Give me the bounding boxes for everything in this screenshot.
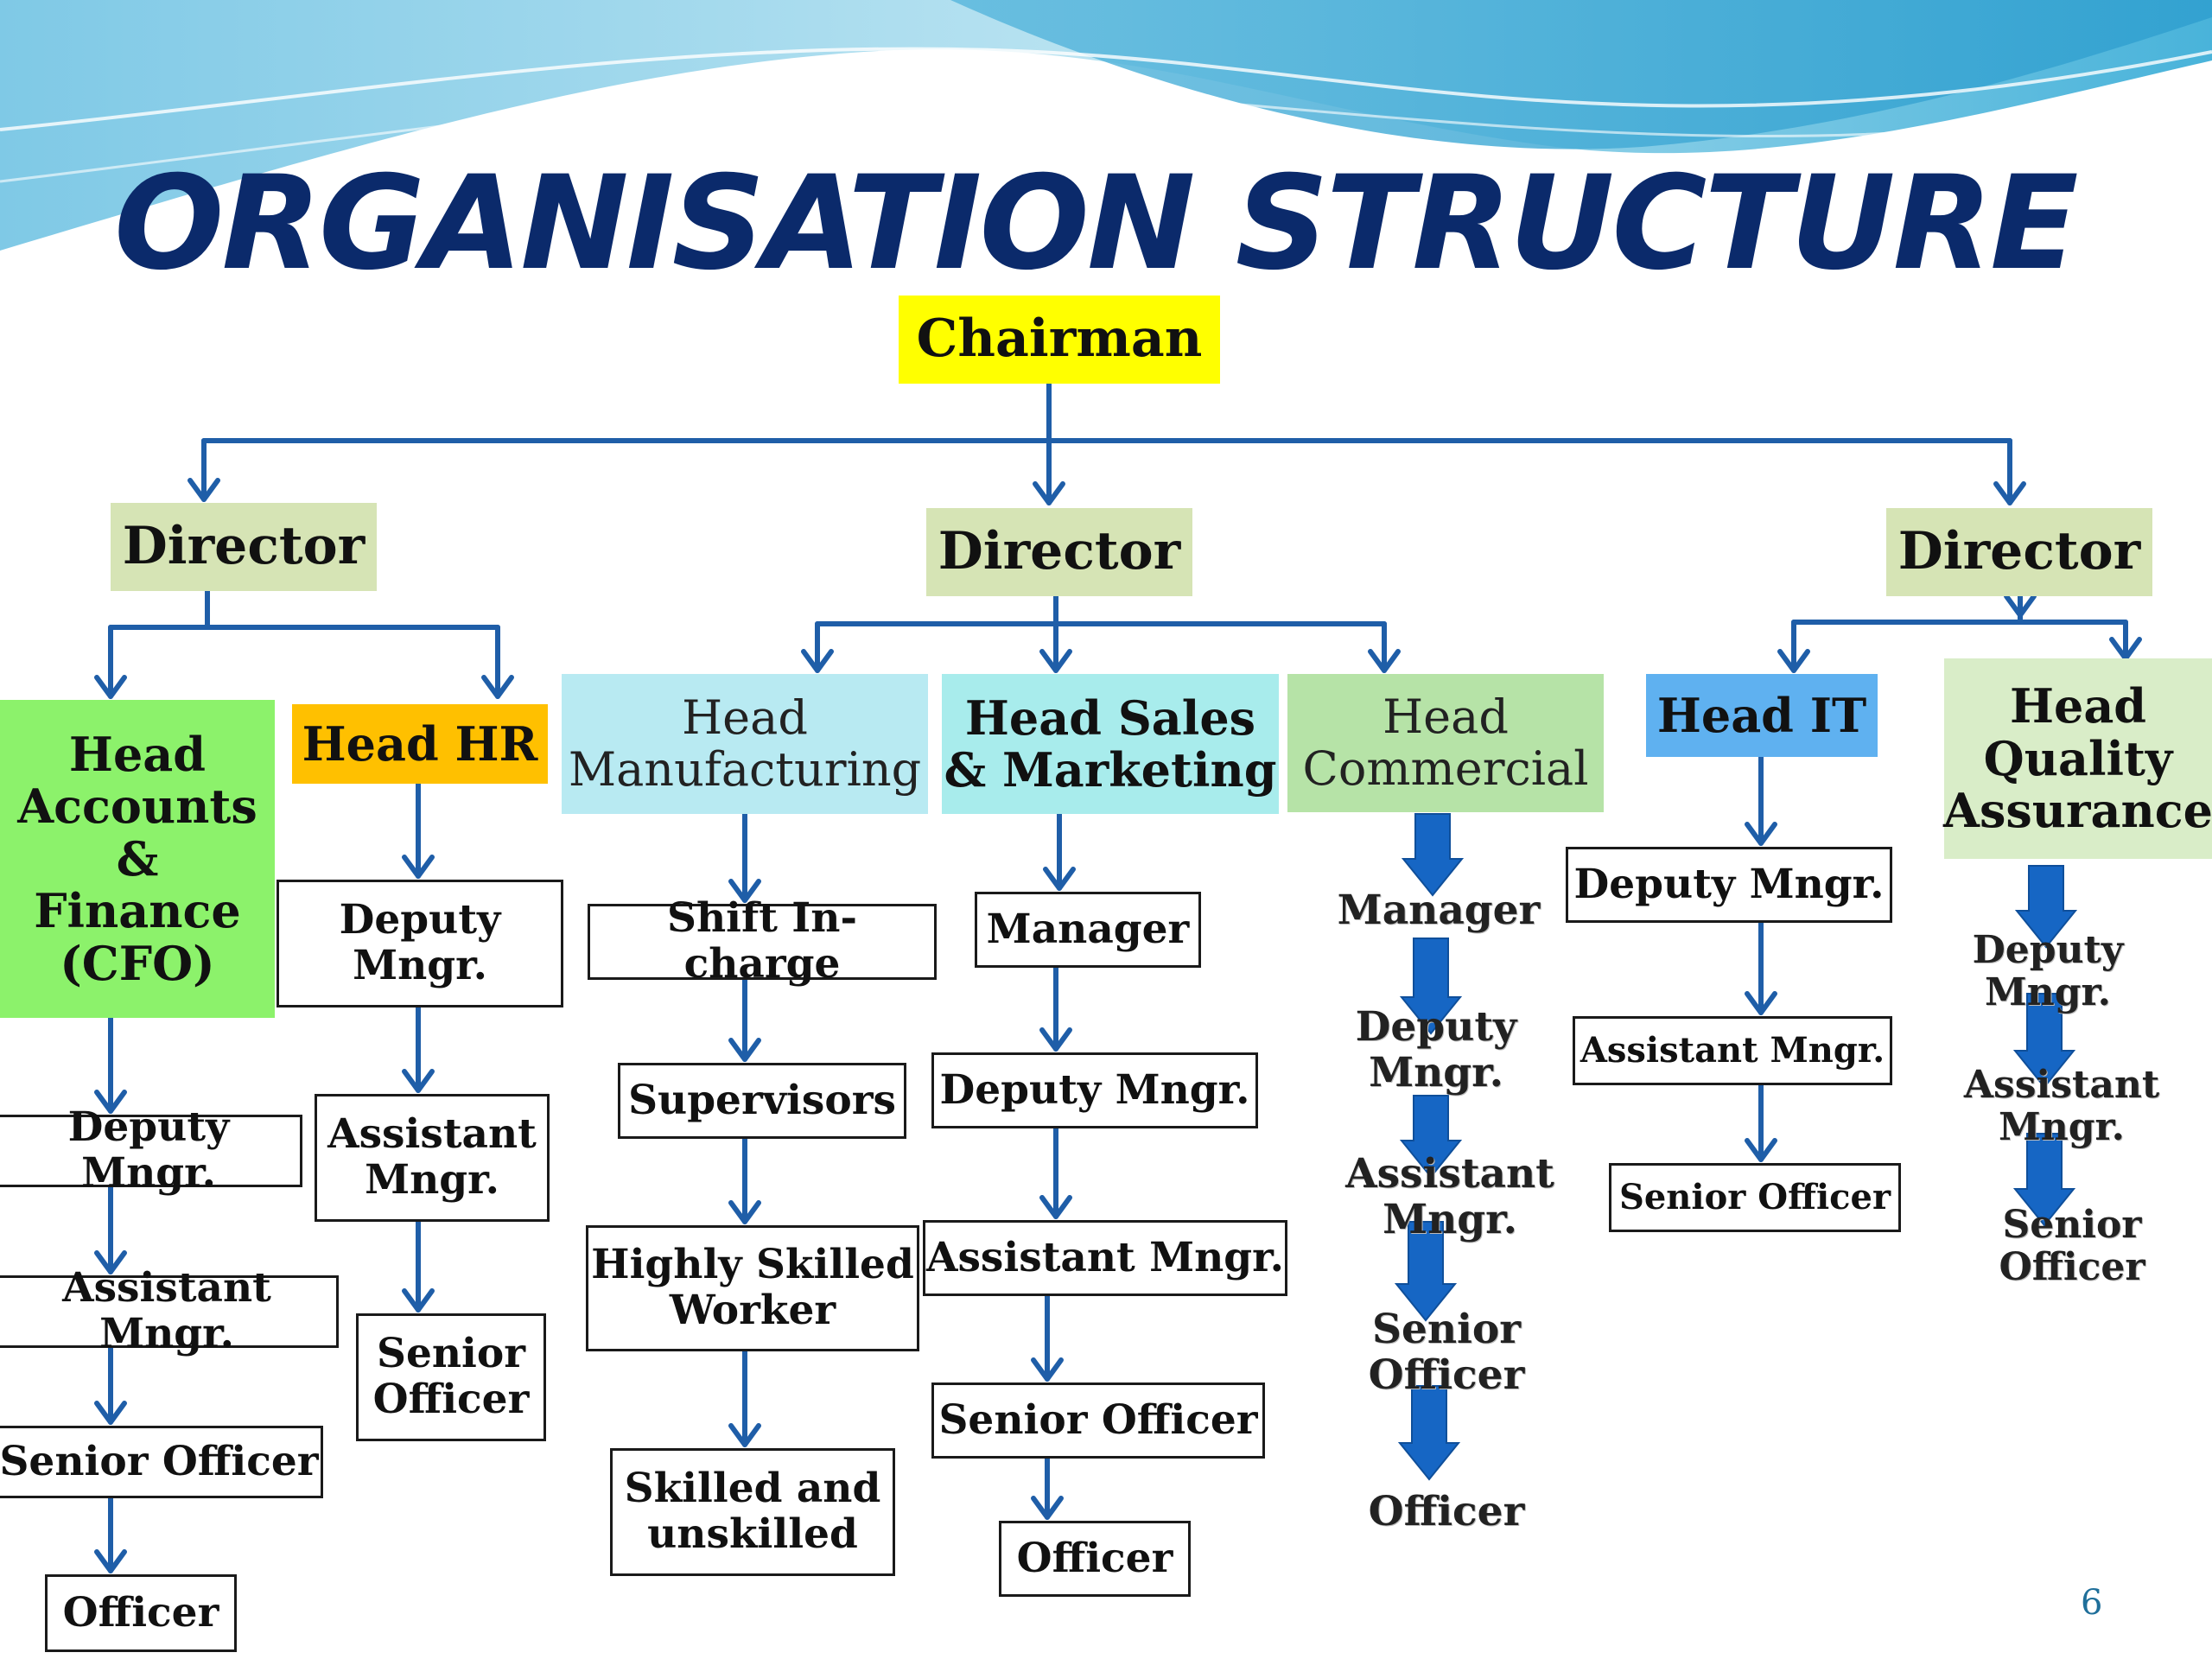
block-arrow [1394, 1221, 1458, 1322]
chairman-box: Chairman [899, 296, 1220, 384]
manufacturing-skilled-unskilled: Skilled and unskilled [610, 1448, 895, 1576]
arrow-head [402, 1288, 435, 1313]
head-commercial: Head Commercial [1287, 674, 1604, 812]
sales-manager: Manager [975, 892, 1201, 968]
sales-deputy-mngr: Deputy Mngr. [931, 1052, 1258, 1128]
arrow-head [1031, 1357, 1064, 1382]
arrow-head [94, 675, 127, 699]
arrow-head [94, 1250, 127, 1274]
arrow-head [728, 1038, 761, 1062]
arrow-head [1039, 1195, 1072, 1219]
manufacturing-highly-skilled-worker: Highly Skilled Worker [586, 1225, 919, 1351]
commercial-manager: Manager [1337, 886, 1541, 934]
block-arrows [1394, 813, 2078, 1481]
arrow-head [801, 649, 834, 673]
arrow-head [728, 879, 761, 903]
arrow-head [481, 675, 514, 699]
commercial-assistant-mngr: Assistant Mngr. [1345, 1150, 1554, 1243]
arrow-head [94, 1401, 127, 1425]
head-quality-assurance: Head Quality Assurance [1943, 658, 2212, 859]
arrow-head [188, 478, 220, 502]
block-arrow [1399, 938, 1463, 1035]
accounts-officer: Officer [45, 1574, 237, 1652]
head-accounts-finance: Head Accounts & Finance (CFO) [0, 700, 275, 1018]
arrow-head [1368, 649, 1401, 673]
quality-assistant-mngr: Assistant Mngr. [1963, 1062, 2160, 1149]
commercial-officer: Officer [1368, 1487, 1525, 1535]
director-center: Director [926, 508, 1192, 596]
block-arrow [2012, 1133, 2076, 1227]
arrow-head [1031, 1496, 1064, 1520]
sales-senior-officer: Senior Officer [931, 1382, 1265, 1459]
hr-senior-officer: Senior Officer [356, 1313, 546, 1441]
arrow-head [1043, 867, 1076, 891]
hr-deputy-mngr: Deputy Mngr. [276, 880, 563, 1007]
arrow-head [1039, 1027, 1072, 1052]
block-arrow [2014, 865, 2078, 949]
hr-assistant-mngr: Assistant Mngr. [315, 1094, 550, 1222]
sales-assistant-mngr: Assistant Mngr. [923, 1220, 1287, 1296]
director-left: Director [111, 503, 377, 591]
arrow-head [1745, 822, 1777, 846]
it-senior-officer: Senior Officer [1609, 1163, 1901, 1232]
manufacturing-shift-in-charge: Shift In-charge [588, 896, 937, 987]
accounts-senior-officer: Senior Officer [0, 1426, 323, 1498]
it-assistant-mngr: Assistant Mngr. [1573, 1016, 1892, 1085]
accounts-assistant-mngr: Assistant Mngr. [0, 1266, 339, 1357]
commercial-deputy-mngr: Deputy Mngr. [1355, 1003, 1517, 1096]
arrow-head [1039, 649, 1072, 673]
block-arrow [2012, 993, 2076, 1089]
arrow-head [728, 1423, 761, 1447]
block-arrow [1399, 1095, 1463, 1179]
head-manufacturing: Head Manufacturing [562, 674, 928, 814]
arrow-head [1777, 649, 1810, 673]
slide-title: ORGANISATION STRUCTURE [114, 149, 2079, 299]
it-deputy-mngr: Deputy Mngr. [1566, 847, 1892, 923]
connector-lines [94, 381, 2142, 1573]
block-arrow [1397, 1385, 1461, 1481]
arrow-head [2004, 594, 2037, 618]
arrow-head [1745, 1138, 1777, 1162]
quality-deputy-mngr: Deputy Mngr. [1972, 927, 2124, 1014]
arrow-head [94, 1090, 127, 1114]
commercial-senior-officer: Senior Officer [1368, 1306, 1525, 1399]
arrow-head [402, 855, 435, 879]
arrow-head [728, 1200, 761, 1224]
arrow-head [1745, 991, 1777, 1015]
head-sales-marketing: Head Sales & Marketing [942, 674, 1279, 814]
manufacturing-supervisors: Supervisors [618, 1063, 906, 1139]
sales-officer: Officer [999, 1521, 1191, 1597]
page-number: 6 [2081, 1583, 2103, 1623]
arrow-head [1033, 481, 1065, 505]
arrow-head [1993, 481, 2026, 505]
arrow-head [402, 1069, 435, 1093]
arrow-head [94, 1549, 127, 1573]
accounts-deputy-mngr: Deputy Mngr. [0, 1105, 302, 1196]
director-right: Director [1886, 508, 2152, 596]
quality-senior-officer: Senior Officer [1999, 1202, 2145, 1289]
head-hr: Head HR [292, 704, 548, 784]
head-it: Head IT [1646, 674, 1878, 757]
block-arrow [1401, 813, 1465, 897]
